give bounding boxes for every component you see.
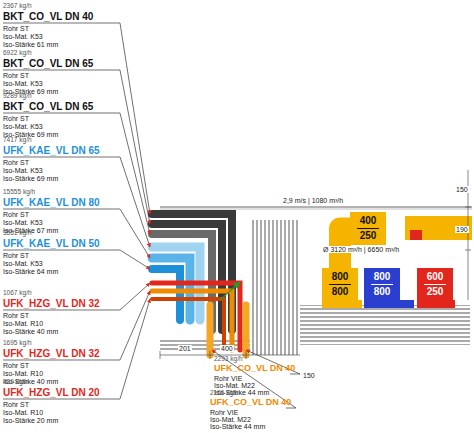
pipe-spec: Iso-Stärke 40 mm	[3, 328, 58, 335]
flow-rate: 1695 kg/h	[3, 340, 32, 347]
duct-size: 400	[357, 214, 380, 228]
pipe-spec: Iso-Mat. K53	[3, 80, 43, 87]
duct-size: 800	[371, 270, 394, 284]
pipe-spec: Rohr ST	[3, 362, 29, 369]
pipe-spec: Iso-Mat. R10	[3, 409, 43, 416]
flow-rate: 3551 kg/h	[3, 230, 32, 237]
pipe-title: BKT_CO_VL DN 40	[3, 12, 93, 22]
flow-rate: 2166 kg/h	[210, 390, 239, 397]
pipe-spec: Iso-Mat. K53	[3, 219, 43, 226]
duct-flow: Ø 3120 m³/h | 6650 m³/h	[322, 246, 400, 253]
pipe-spec: Iso-Stärke 20 mm	[3, 417, 58, 424]
pipe-spec: Rohr ST	[3, 159, 29, 166]
pipe-spec: Iso-Mat. M22	[214, 382, 255, 389]
pipe-spec: Rohr VIE	[210, 409, 238, 416]
duct-section: 800800	[364, 268, 400, 301]
pipe-title: UFK_KAE_VL DN 65	[3, 146, 100, 156]
pipe-spec: Rohr ST	[3, 72, 29, 79]
pipe-spec: Iso-Stärke 69 mm	[3, 175, 58, 182]
dimension: 400	[220, 345, 234, 352]
duct-section: 400250	[350, 212, 386, 245]
flow-rate: 9289 kg/h	[3, 93, 32, 100]
pipe-title: UFK_KAE_VL DN 50	[3, 239, 100, 249]
pipe-spec: Iso-Mat. K53	[3, 33, 43, 40]
pipe-spec: Iso-Mat. R10	[3, 320, 43, 327]
pipe-title: UFK_HZG_VL DN 20	[3, 388, 100, 398]
pipe-title: UFK_KAE_VL DN 80	[3, 198, 100, 208]
duct-size: 600	[424, 270, 447, 284]
flow-rate: 439 kg/h	[3, 379, 28, 386]
pipe-title: UFK_CO_VL DN 40	[214, 364, 295, 373]
flow-rate: 2367 kg/h	[3, 3, 32, 10]
pipe-title: UFK_HZG_VL DN 32	[3, 299, 100, 309]
pipe-spec: Iso-Mat. K53	[3, 260, 43, 267]
duct-size: 800	[329, 284, 352, 299]
dimension: 201	[178, 345, 192, 352]
duct-size: 250	[357, 228, 380, 243]
duct-section: 800800	[322, 268, 358, 301]
pipe-spec: Iso-Mat. K53	[3, 167, 43, 174]
pipe-spec: Iso-Stärke 64 mm	[3, 268, 58, 275]
pipe-spec: Rohr ST	[3, 401, 29, 408]
pipe-title: UFK_CO_VL DN 40	[210, 398, 291, 407]
pipe-spec: Iso-Mat. R10	[3, 370, 43, 377]
pipe-title: UFK_HZG_VL DN 32	[3, 349, 100, 359]
dimension: 150	[302, 372, 316, 379]
duct-size: 800	[329, 270, 352, 284]
dimension: 190	[455, 226, 469, 233]
duct-size: 800	[371, 284, 394, 299]
duct-section: 600250	[417, 268, 453, 301]
pipe-spec: Iso-Mat. K53	[3, 123, 43, 130]
pipe-spec: Rohr ST	[3, 312, 29, 319]
pipe-spec: Rohr ST	[3, 115, 29, 122]
pipe-spec: Rohr ST	[3, 211, 29, 218]
pipe-spec: Iso-Stärke 44 mm	[210, 423, 265, 430]
duct-flow: 2,9 m/s | 1080 m³/h	[282, 197, 344, 204]
pipe-title: BKT_CO_VL DN 65	[3, 59, 93, 69]
pipe-spec: Iso-Stärke 61 mm	[3, 41, 58, 48]
pipe-spec: Rohr ST	[3, 25, 29, 32]
flow-rate: 6922 kg/h	[3, 50, 32, 57]
flow-rate: 7417 kg/h	[3, 137, 32, 144]
pipe-spec: Iso-Mat. M22	[210, 416, 251, 423]
flow-rate: 1067 kg/h	[3, 290, 32, 297]
flow-rate: 15555 kg/h	[3, 189, 35, 196]
pipe-spec: Rohr VIE	[214, 375, 242, 382]
pipe-title: BKT_CO_VL DN 65	[3, 102, 93, 112]
flow-rate: 2293 kg/h	[214, 356, 243, 363]
pipe-spec: Rohr ST	[3, 252, 29, 259]
duct-size: 250	[424, 284, 447, 299]
dimension: 150	[455, 186, 469, 193]
